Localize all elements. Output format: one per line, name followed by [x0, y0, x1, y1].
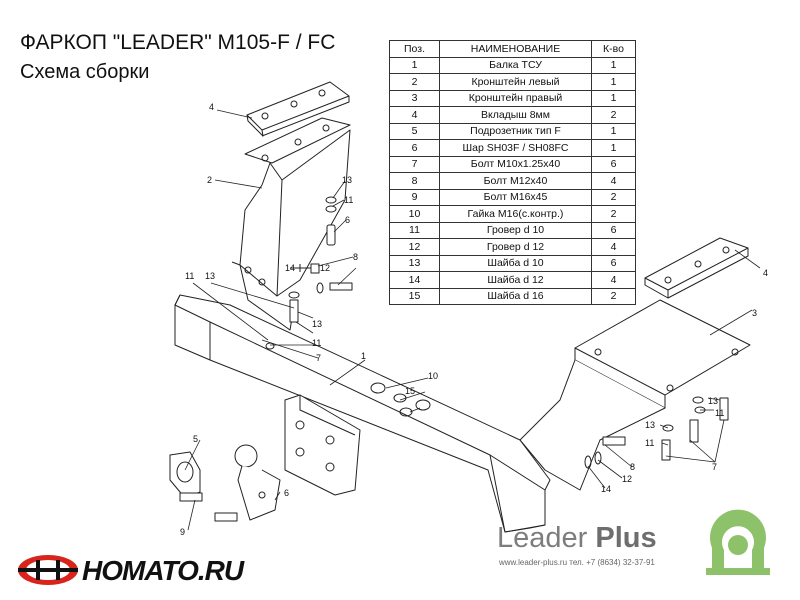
brand-contacts: www.leader-plus.ru тел. +7 (8634) 32-37-…: [499, 558, 655, 567]
socket-plate: [169, 451, 201, 499]
callout-11-e: 11: [645, 438, 654, 448]
callout-13-d: 13: [708, 396, 718, 406]
left-insert-plate: [246, 81, 350, 137]
right-bracket: [519, 299, 751, 491]
main-beam: [174, 294, 551, 533]
callout-2: 2: [207, 175, 212, 185]
leader-plus-brand: Leader Plus: [497, 522, 657, 555]
callout-12-a: 12: [320, 263, 330, 273]
callout-8-b: 8: [630, 462, 635, 472]
cell-name: Болт M10x1.25x40: [439, 155, 592, 173]
callout-13-a: 13: [342, 175, 352, 185]
left-bracket: [231, 117, 351, 331]
callout-15: 15: [405, 386, 415, 396]
diagram-subtitle: Схема сборки: [20, 61, 150, 83]
callout-8-a: 8: [353, 252, 358, 262]
callout-11-b: 11: [312, 338, 321, 348]
cell-name: Болт M12x40: [439, 172, 592, 190]
callout-labels: 4 2 13 11 6 8 14 12 13 11 7 11 13 1 10 1…: [180, 102, 768, 537]
callout-7-b: 7: [316, 353, 321, 363]
callout-9: 9: [180, 527, 185, 537]
cell-name: Шайба d 16: [439, 287, 592, 305]
callout-13-b: 13: [312, 319, 322, 329]
left-hardware: [179, 196, 431, 522]
homato-logo-icon: [18, 555, 78, 585]
callout-4-right: 4: [763, 268, 768, 278]
callout-6: 6: [284, 488, 289, 498]
callout-14-right: 14: [601, 484, 611, 494]
callout-12-b: 12: [622, 474, 632, 484]
callout-13-e: 13: [645, 420, 655, 430]
callout-11-c: 11: [185, 271, 194, 281]
callout-7-a: 6: [345, 215, 350, 225]
homato-watermark: HOMATO.RU: [82, 555, 244, 586]
right-insert-plate: [644, 237, 749, 299]
callout-13-c: 13: [205, 271, 215, 281]
tow-ball: [234, 444, 281, 521]
brand-name-light: Leader: [497, 522, 588, 554]
cell-qty: 2: [591, 287, 636, 305]
callout-3: 3: [752, 308, 757, 318]
callout-5: 5: [193, 434, 198, 444]
callout-4-left: 4: [209, 102, 214, 112]
right-hardware: [584, 396, 729, 469]
cell-name: Кронштейн правый: [439, 89, 592, 107]
callout-7-c: 7: [712, 462, 717, 472]
brand-name-bold: Plus: [595, 522, 657, 554]
diagram-title: ФАРКОП "LEADER" M105-F / FC: [20, 31, 336, 54]
callout-14-left: 14: [285, 263, 295, 273]
callout-11-d: 11: [715, 408, 724, 418]
col-header-name: НАИМЕНОВАНИЕ: [439, 40, 592, 58]
leader-plus-logo-icon: [706, 509, 770, 575]
leader-lines: [184, 109, 761, 531]
callout-1: 1: [361, 351, 366, 361]
callout-11-a: 11: [344, 195, 353, 205]
callout-10: 10: [428, 371, 438, 381]
